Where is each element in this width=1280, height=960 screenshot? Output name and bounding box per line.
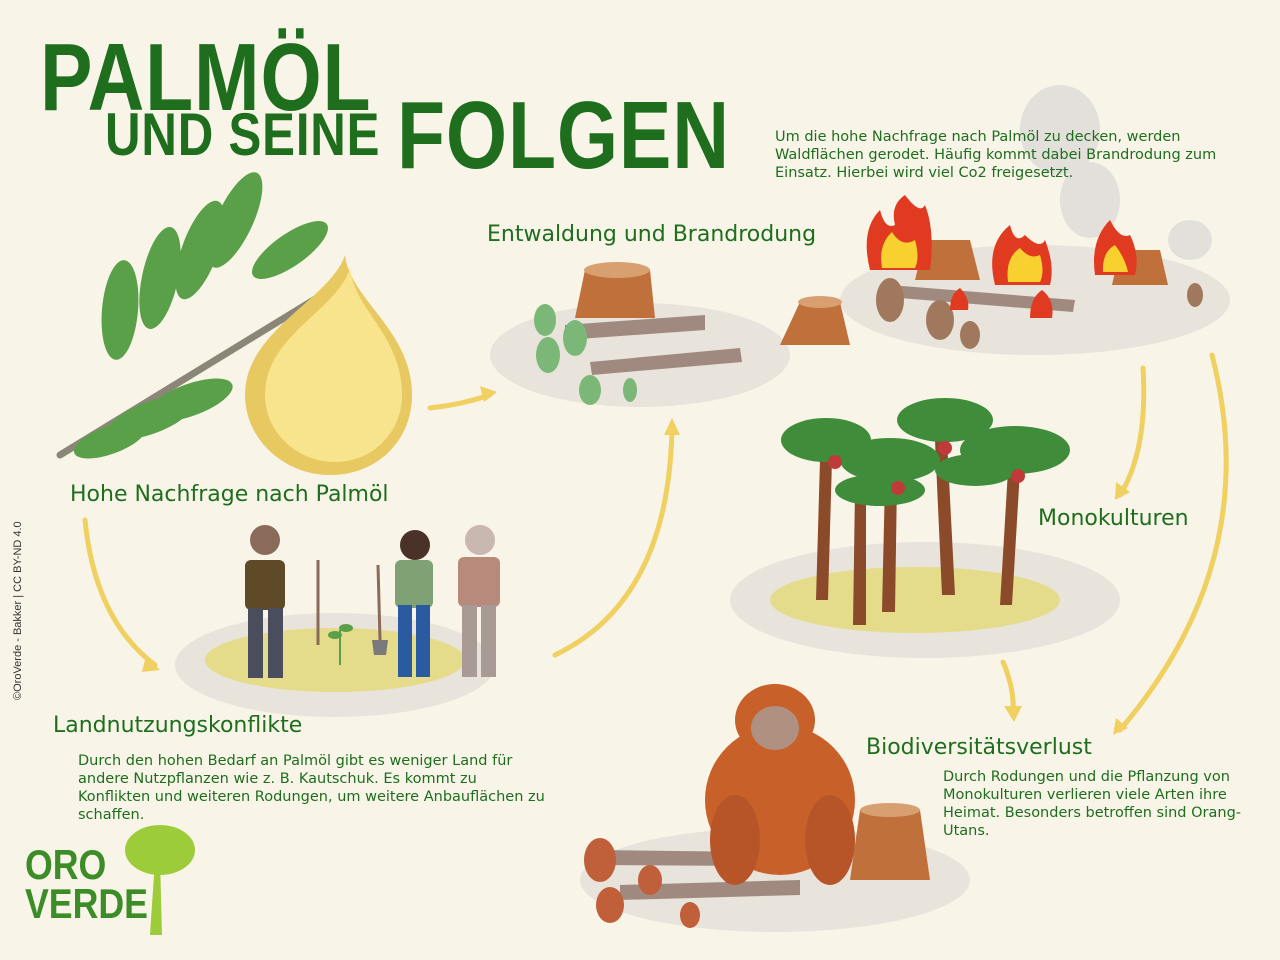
text-biodiversity: Durch Rodungen und die Pflanzung von Mon… xyxy=(943,769,1242,839)
heading-monoculture: Monokulturen xyxy=(1038,506,1189,531)
heading-biodiversity: Biodiversitätsverlust xyxy=(866,735,1092,760)
oil-drop-icon xyxy=(245,255,412,475)
farmer-3 xyxy=(458,525,500,677)
text-conflicts: Durch den hohen Bedarf an Palmöl gibt es… xyxy=(78,753,545,823)
arrow-demand-to-deforestation xyxy=(427,392,493,411)
smoke-icon xyxy=(1020,85,1212,260)
title-line2: UND SEINE xyxy=(105,101,381,168)
logo-oro: ORO xyxy=(25,841,107,888)
arrow-heads xyxy=(142,386,1130,735)
monoculture-field xyxy=(770,567,1060,633)
farmer-2 xyxy=(372,530,433,677)
stump-and-logs-icon xyxy=(534,262,850,405)
arrow-burning-to-biodiversity xyxy=(1117,352,1229,733)
seedling-icon xyxy=(328,624,353,665)
palm-branch-icon xyxy=(56,172,334,459)
fire-icon xyxy=(866,195,1137,318)
oroverde-tree-icon xyxy=(125,825,195,935)
logo-verde: VERDE xyxy=(25,880,148,927)
palm-trees-icon xyxy=(781,398,1070,625)
title-line3: FOLGEN xyxy=(397,82,730,189)
text-deforestation: Um die hohe Nachfrage nach Palmöl zu dec… xyxy=(775,129,1217,181)
orangutan-icon xyxy=(584,684,930,928)
credit-text: ©OroVerde - Bakker | CC BY-ND 4.0 xyxy=(12,521,24,700)
farmer-1 xyxy=(245,525,320,678)
title-line1: PALMÖL xyxy=(40,24,372,131)
heading-deforestation: Entwaldung und Brandrodung xyxy=(487,222,817,247)
arrow-burning-to-monoculture xyxy=(1117,365,1147,498)
burning-stumps-icon xyxy=(866,85,1212,349)
arrow-conflicts-to-deforestation xyxy=(552,422,675,658)
farmers-icon xyxy=(245,525,500,678)
heading-conflicts: Landnutzungskonflikte xyxy=(53,713,303,738)
heading-demand: Hohe Nachfrage nach Palmöl xyxy=(70,482,389,507)
arrow-demand-to-conflicts xyxy=(82,517,158,668)
